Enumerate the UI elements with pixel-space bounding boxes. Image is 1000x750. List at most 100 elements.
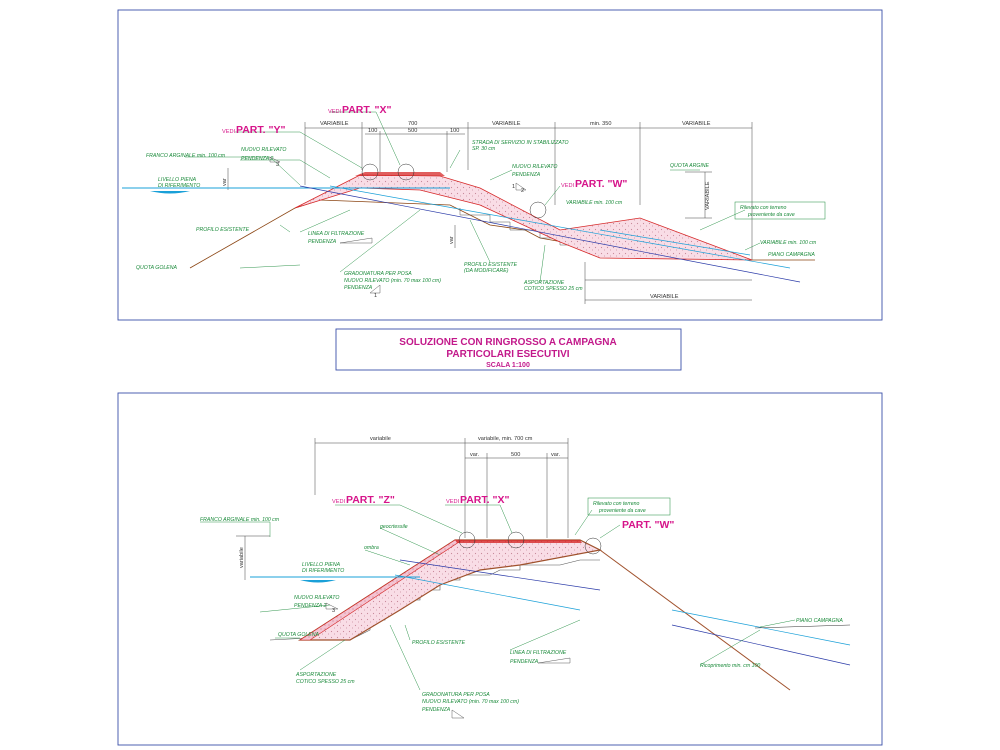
title-line-2: PARTICOLARI ESECUTIVI <box>446 349 569 360</box>
label-piano-campagna-top: PIANO CAMPAGNA <box>768 252 815 258</box>
dim-700: 700 <box>408 121 417 127</box>
callout-part-z: PART. "Z" <box>346 494 395 506</box>
label-asportazione-2-top: COTICO SPESSO 25 cm <box>524 286 583 292</box>
dim-100b: 100 <box>450 128 459 134</box>
label-b-geotessile: geocrtessile <box>380 524 408 530</box>
title-line-3: SCALA 1:100 <box>486 362 530 369</box>
seepage-b-4 <box>671 624 851 666</box>
slope-triangle-1 <box>269 156 281 163</box>
slope-triangle-b-grad <box>451 709 465 719</box>
label-b-piano-campagna: PIANO CAMPAGNA <box>796 618 843 624</box>
label-pendenza-1: PENDENZA 2 <box>241 156 273 162</box>
label-gradonatura-num-top: 1 <box>374 293 377 299</box>
label-profilo-esistente-2a: PROFILO ESISTENTE <box>464 262 518 268</box>
label-b-rilevato-1: Rilevato con terreno <box>593 501 640 507</box>
callout-vedi-w-top: VEDI <box>561 183 575 189</box>
crest-road-bottom <box>455 540 582 543</box>
title-line-1: SOLUZIONE CON RINGROSSO A CAMPAGNA <box>399 337 616 348</box>
label-b-gradonatura-2: NUOVO RILEVATO (min. 70 max 100 cm) <box>422 699 519 705</box>
label-gradonatura-3-top: PENDENZA <box>344 285 373 291</box>
callout-vedi-x-top: VEDI <box>328 109 342 115</box>
slope-triangle-grad-top <box>369 284 381 294</box>
label-b-livello-1: LIVELLO PIENA <box>302 562 341 568</box>
bottom-section: variabile variabile, min. 700 cm var. 50… <box>117 392 883 746</box>
label-b-ombra: ombra <box>364 545 379 551</box>
dim-variabile-vert: VARIABILE <box>705 181 711 210</box>
label-b-gradonatura-1: GRADONATURA PER POSA <box>422 692 490 698</box>
label-strada-2: SP. 30 cm <box>472 146 496 152</box>
embankment-fill-bottom <box>297 539 602 641</box>
label-quota-argine: QUOTA ARGINE <box>670 163 710 169</box>
dim-variabile-1: VARIABILE <box>320 121 349 127</box>
dim-b-500: 500 <box>511 452 520 458</box>
label-livello-piena-1: LIVELLO PIENA <box>158 177 197 183</box>
slope-triangle-b-1 <box>325 602 339 610</box>
callout-part-w-bottom: PART. "W" <box>622 519 674 531</box>
callout-part-x-top: PART. "X" <box>342 104 391 116</box>
dim-var-left: var <box>222 178 228 186</box>
label-livello-piena-2: DI RIFERIMENTO <box>158 183 200 189</box>
label-asportazione-1-top: ASPORTAZIONE <box>523 280 565 286</box>
label-profilo-esistente-2b: (DA MODIFICARE) <box>464 268 509 274</box>
label-variabile-min-right: VARIABILE min. 100 cm <box>760 240 817 246</box>
top-frame <box>117 9 883 321</box>
top-section: VARIABILE 700 100 500 100 VARIABILE min.… <box>117 9 883 321</box>
seepage-b-1 <box>399 559 601 591</box>
detail-circle-w <box>529 201 547 219</box>
dim-100a: 100 <box>368 128 377 134</box>
label-strada-1: STRADA DI SERVIZIO IN STABILIZZATO <box>472 140 569 146</box>
seepage-line-3 <box>599 229 751 256</box>
detail-circle-y <box>361 163 379 181</box>
detail-circle-z <box>458 531 476 549</box>
callout-vedi-y-top: VEDI <box>222 129 236 135</box>
label-b-nuovo-rilevato: NUOVO RILEVATO <box>294 595 339 601</box>
label-b-pendenza: PENDENZA 2 <box>294 603 326 609</box>
label-variabile-min: VARIABILE min. 100 cm <box>566 200 623 206</box>
slope-triangle-2 <box>515 182 527 191</box>
seepage-line-2 <box>329 185 791 269</box>
callout-vedi-z: VEDI <box>332 499 346 505</box>
top-dimensions <box>227 122 753 304</box>
label-pendenza-filtr-top: PENDENZA <box>308 239 337 245</box>
label-b-pendenza-filtr: PENDENZA <box>510 659 539 665</box>
seepage-b-2 <box>394 574 581 611</box>
label-gradonatura-2-top: NUOVO RILEVATO (min. 70 max 100 cm) <box>344 278 441 284</box>
callout-vedi-x-bottom: VEDI <box>446 499 460 505</box>
label-gradonatura-1-top: GRADONATURA PER POSA <box>344 271 412 277</box>
label-b-quota-golena: QUOTA GOLENA <box>278 632 319 638</box>
water-symbol <box>150 191 190 194</box>
rilevato-box-top <box>734 201 826 220</box>
bottom-dimensions <box>236 438 569 580</box>
label-pendenza-2-den: 2 <box>521 188 524 194</box>
dim-b-var-b: var. <box>551 452 560 458</box>
seepage-line-1 <box>299 185 801 283</box>
dim-variabile-2: VARIABILE <box>492 121 521 127</box>
crest-road <box>355 172 445 176</box>
label-profilo-esistente-top: PROFILO ESISTENTE <box>196 227 250 233</box>
label-franco-top: FRANCO ARGINALE min. 100 cm <box>146 153 226 159</box>
label-b-linea-filtrazione: LINEA DI FILTRAZIONE <box>510 650 567 656</box>
detail-circle-x <box>397 163 415 181</box>
detail-circle-w-bottom <box>584 537 602 555</box>
label-linea-filtrazione-top: LINEA DI FILTRAZIONE <box>308 231 365 237</box>
callout-part-x-bottom: PART. "X" <box>460 494 509 506</box>
label-b-asportazione-2: COTICO SPESSO 25 cm <box>296 679 355 685</box>
water-symbol-bottom <box>300 580 336 583</box>
label-pendenza-2-num: 1 <box>512 184 515 190</box>
label-pendenza-2: PENDENZA <box>512 172 541 178</box>
landside-slope <box>599 549 791 691</box>
label-quota-golena-top: QUOTA GOLENA <box>136 265 177 271</box>
slope-triangle-filtr <box>339 237 373 244</box>
dim-b-variabile-vert: variabile <box>239 547 245 568</box>
label-b-rilevato-2: proveniente da cave <box>598 508 646 514</box>
top-leaders <box>185 111 761 283</box>
bottom-leaders <box>200 504 796 691</box>
callout-part-y-top: PART. "Y" <box>236 124 285 136</box>
label-b-franco: FRANCO ARGINALE min. 100 cm <box>200 517 280 523</box>
steps-top <box>459 208 591 252</box>
label-b-livello-2: DI RIFERIMENTO <box>302 568 344 574</box>
piano-campagna-line <box>754 624 851 629</box>
label-b-pendenza-den: 3 <box>332 608 335 614</box>
label-nuovo-rilevato-1: NUOVO RILEVATO <box>241 147 286 153</box>
